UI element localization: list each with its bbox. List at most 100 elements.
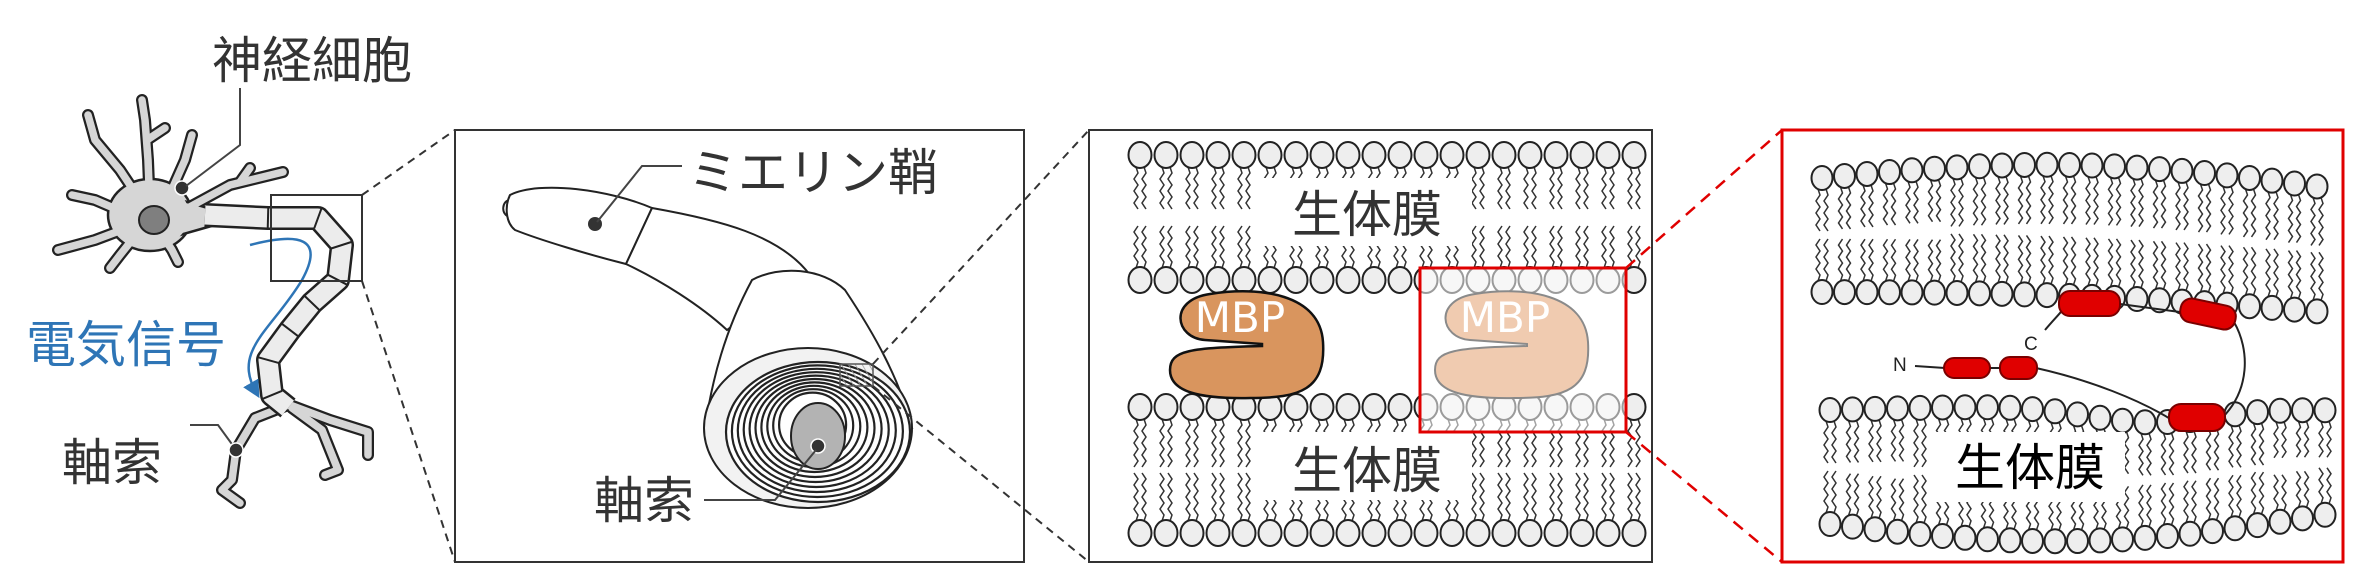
lipid-tail [2183, 430, 2189, 474]
lipid-tail [2003, 234, 2009, 284]
lipid-tail [1958, 178, 1964, 227]
lipid-head [1998, 394, 2022, 421]
lipid-head [1257, 519, 1283, 547]
lipid-tail [1505, 472, 1511, 522]
lipid-head [1953, 394, 1977, 421]
lipid-head [1153, 519, 1179, 547]
neuron-panel: 神経細胞 電気信号 軸索 [26, 32, 412, 509]
lipid-head [1283, 519, 1309, 547]
lipid-tail [2183, 181, 2189, 231]
axon-pointer-dot [810, 438, 826, 454]
lipid-tail [1141, 166, 1147, 210]
lipid-tail [1815, 188, 1821, 232]
lipid-tail [1898, 478, 1905, 521]
lipid-tail [2123, 485, 2130, 529]
lipid-tail [2228, 186, 2234, 235]
lipid-tail [2213, 427, 2220, 471]
lipid-head [1945, 154, 1969, 181]
node-of-ranvier [331, 240, 353, 250]
lipid-tail [1549, 225, 1555, 269]
neurite [171, 168, 287, 219]
lipid-head [2305, 298, 2329, 325]
axon-label: 軸索 [594, 472, 694, 530]
lipid-tail [1995, 234, 2001, 284]
lipid-tail [2250, 422, 2257, 466]
lipid-tail [1898, 419, 1905, 462]
lipid-head [2260, 167, 2284, 194]
lipid-tail [1557, 472, 1563, 522]
lipid-tail [1635, 418, 1641, 468]
lipid-head [1127, 266, 1153, 294]
lipid-head [1361, 266, 1387, 294]
lipid-tail [1627, 166, 1633, 210]
lipid-tail [2295, 194, 2302, 243]
lipid-tail [2205, 427, 2212, 471]
lipid-tail [1913, 418, 1919, 468]
lipid-tail [1601, 166, 1607, 210]
lipid-tail [2236, 425, 2242, 468]
neurite [143, 124, 169, 144]
lipid-tail [1159, 166, 1165, 210]
lipid-tail [2197, 243, 2204, 293]
lipid-tail [2160, 482, 2167, 526]
lipid-tail [1860, 184, 1866, 228]
lipid-tail [1479, 472, 1485, 522]
lipid-tail [2160, 179, 2167, 229]
lipid-tail [1193, 225, 1199, 269]
lipid-tail [1133, 472, 1139, 522]
mbp-label: MBP [1460, 293, 1550, 342]
lipid-tail [1549, 166, 1555, 210]
lipid-tail [2303, 420, 2310, 458]
lipid-tail [1845, 420, 1852, 463]
lipid-head [1900, 279, 1924, 306]
lipid-tail [1245, 472, 1251, 522]
lipid-tail [1921, 418, 1927, 468]
lipid-head [1569, 141, 1595, 169]
lipid-head [2133, 524, 2157, 551]
myelinated-axon [204, 203, 354, 418]
lipid-tail [2070, 175, 2077, 225]
lipid-tail [2265, 248, 2271, 298]
lipid-tail [2003, 176, 2009, 225]
label-background [1262, 178, 1472, 246]
lipid-tail [2093, 237, 2099, 287]
lipid-tail [1837, 186, 1844, 230]
lipid-tail [2250, 188, 2257, 238]
lipid-head [2088, 404, 2112, 431]
lipid-tail [1882, 238, 1889, 282]
membrane-label-bottom: 生体膜 [1292, 442, 1442, 500]
lipid-tail [1219, 472, 1225, 522]
lipid-head [1387, 266, 1413, 294]
zoom-region-box [270, 194, 363, 282]
lipid-head [2291, 505, 2314, 532]
lipid-head [1863, 516, 1887, 543]
lipid-tail [1882, 182, 1889, 226]
lipid-head [1976, 394, 1999, 421]
lipid-tail [1133, 225, 1139, 269]
lipid-tail [1531, 225, 1537, 269]
lipid-head [2305, 173, 2329, 200]
lipid-head [2111, 407, 2134, 434]
lipid-tail [1575, 472, 1581, 522]
lipid-tail [1845, 238, 1852, 282]
lipid-head [2066, 401, 2089, 428]
lipid-tail [1185, 166, 1191, 210]
lipid-tail [1167, 472, 1173, 522]
lipid-head [1908, 520, 1932, 547]
lipid-tail [1575, 225, 1581, 269]
zoom-guide-line [1625, 431, 1783, 563]
lipid-head [1855, 160, 1879, 187]
lipid-tail [2287, 194, 2294, 243]
lipid-tail [2160, 240, 2167, 290]
lipid-tail [1845, 186, 1852, 230]
neuron-label: 神経細胞 [212, 32, 412, 90]
lipid-tail [2062, 175, 2069, 225]
lipid-tail [2295, 250, 2302, 299]
lipid-tail [2130, 178, 2136, 227]
lipid-head [1908, 394, 1932, 421]
lipid-tail [1601, 472, 1607, 522]
lipid-head [1621, 519, 1647, 547]
lipid-head [1335, 519, 1361, 547]
lipid-tail [2017, 234, 2024, 284]
lipid-head [1413, 519, 1439, 547]
